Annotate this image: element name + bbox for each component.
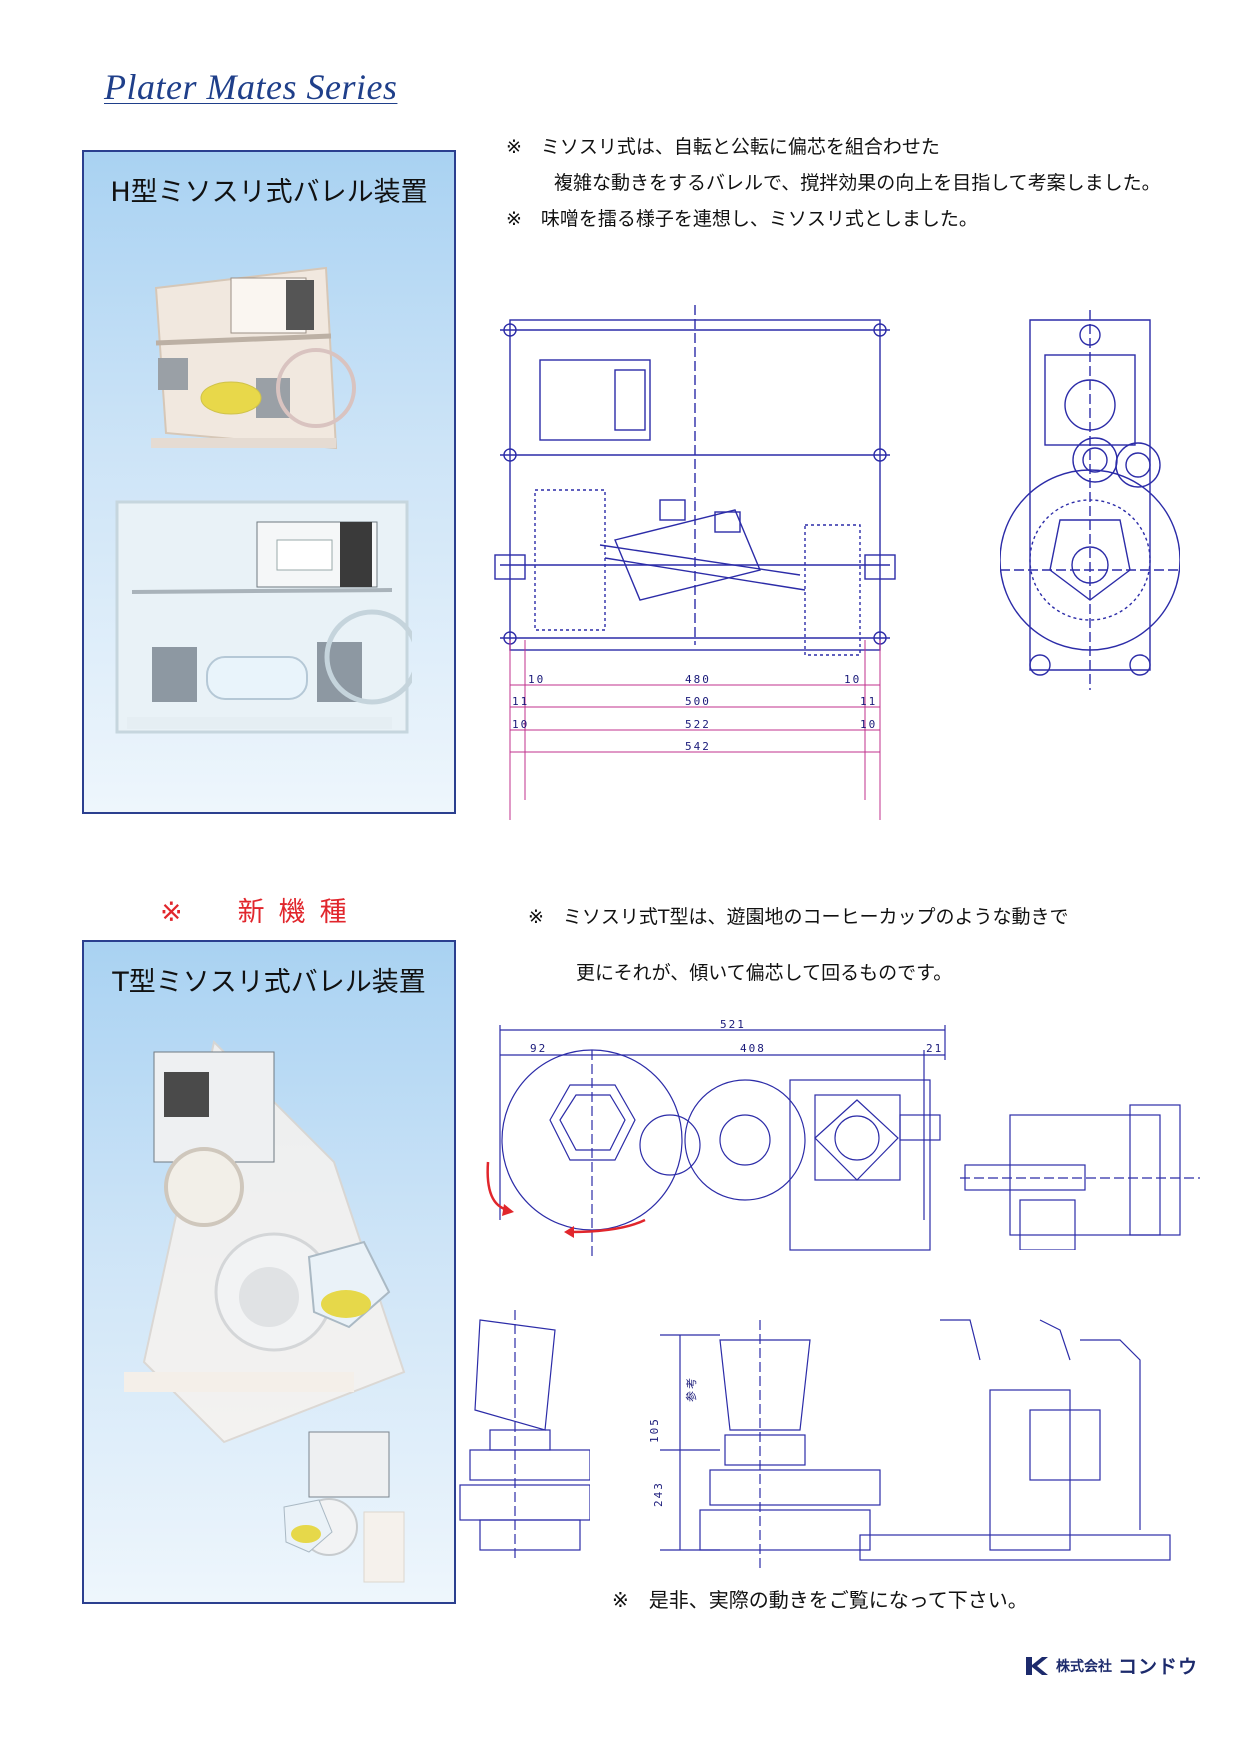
t-type-side-elevation-drawing: 105 243 参考 xyxy=(648,1319,1171,1570)
h-type-panel-title: H型ミソスリ式バレル装置 xyxy=(110,177,428,208)
t-dim-ref-label: 参考 xyxy=(684,1376,698,1402)
h-dim-row1-left: 10 xyxy=(528,673,545,686)
t-type-small-side-drawing xyxy=(459,1310,590,1560)
t-type-top-drawing: 521 92 408 21 xyxy=(486,1020,946,1260)
h-dim-row4-overall: 542 xyxy=(685,740,711,753)
h-dim-row3-right: 10 xyxy=(860,718,877,731)
t-type-product-panel: T型ミソスリ式バレル装置 xyxy=(82,940,456,1604)
t-type-side-top-drawing xyxy=(960,1104,1200,1250)
t-type-note-line-1: ※ ミソスリ式T型は、遊園地のコーヒーカップのような動きで xyxy=(528,906,1069,928)
t-type-panel-title: T型ミソスリ式バレル装置 xyxy=(112,967,426,998)
series-title: Plater Mates Series xyxy=(104,67,398,107)
t-dim-sub-height: 105 xyxy=(648,1417,661,1443)
h-dim-row2-right: 11 xyxy=(860,695,877,708)
company-name: コンドウ xyxy=(1118,1656,1199,1678)
h-dim-row3-middle: 522 xyxy=(685,718,711,731)
h-dim-row3-left: 10 xyxy=(512,718,529,731)
company-prefix: 株式会社 xyxy=(1056,1658,1112,1675)
t-dim-middle: 408 xyxy=(740,1042,766,1055)
h-type-note-line-3: ※ 味噌を擂る様子を連想し、ミソスリ式としました。 xyxy=(506,208,978,230)
h-type-front-drawing: 10 480 10 11 500 11 10 522 10 542 xyxy=(494,305,896,820)
t-type-note-line-2: 更にそれが、傾いて偏芯して回るものです。 xyxy=(576,962,953,984)
new-model-label: ※ 新機種 xyxy=(160,897,361,928)
h-dim-row2-middle: 500 xyxy=(685,695,711,708)
t-dim-left: 92 xyxy=(530,1042,547,1055)
t-dim-overall: 521 xyxy=(720,1020,746,1031)
h-type-side-drawing xyxy=(1000,310,1180,690)
h-type-product-panel: H型ミソスリ式バレル装置 xyxy=(82,150,456,814)
company-logo: 株式会社 コンドウ xyxy=(1024,1652,1198,1679)
final-note: ※ 是非、実際の動きをご覧になって下さい。 xyxy=(612,1588,1028,1612)
h-dim-row1-right: 10 xyxy=(844,673,861,686)
h-type-note-line-2: 複雑な動きをするバレルで、撹拌効果の向上を目指して考案しました。 xyxy=(554,172,1161,194)
t-dim-right: 21 xyxy=(926,1042,943,1055)
h-dim-row1-middle: 480 xyxy=(685,673,711,686)
t-dim-height: 243 xyxy=(652,1481,665,1507)
company-mark-icon xyxy=(1026,1656,1048,1675)
h-type-photo-top xyxy=(151,266,356,450)
h-type-photo-bottom xyxy=(115,500,412,734)
h-dim-row2-left: 11 xyxy=(512,695,529,708)
t-type-photo xyxy=(124,1039,406,1583)
h-type-note-line-1: ※ ミソスリ式は、自転と公転に偏芯を組合わせた xyxy=(506,136,940,158)
